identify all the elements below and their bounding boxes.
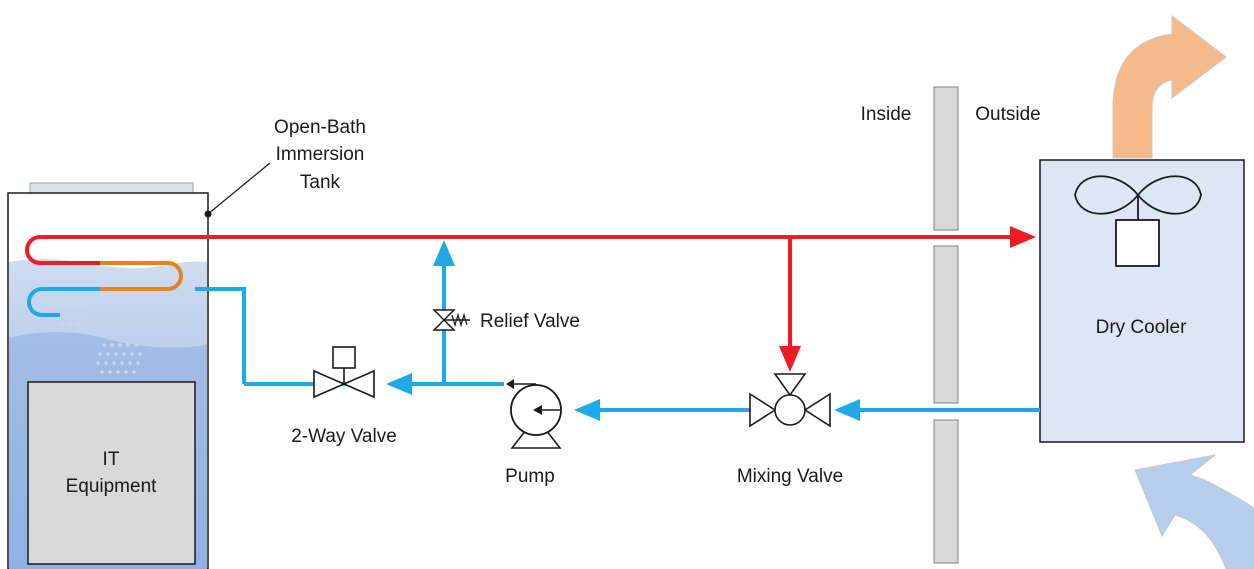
tank-label-leader (207, 162, 271, 215)
return-arrow-to-two-way-valve (386, 373, 412, 395)
return-arrow-to-mixing-valve (834, 399, 860, 421)
dry-cooler: Dry Cooler (1039, 14, 1254, 569)
mixing-valve-icon (749, 373, 831, 428)
two-way-valve-label: 2-Way Valve (291, 426, 397, 447)
exhaust-air-arrow (1112, 14, 1227, 159)
bypass-arrow-to-mixing-valve (779, 346, 801, 372)
immersion-tank: IT Equipment (7, 182, 209, 569)
tank-label-line3: Tank (300, 172, 341, 193)
relief-arrow-to-supply (433, 240, 455, 266)
two-way-valve-icon (313, 346, 375, 399)
dry-cooler-box (1039, 159, 1245, 443)
building-wall (933, 86, 959, 564)
wall-segment-top (933, 86, 959, 231)
tank-label-leader-dot (204, 210, 212, 218)
pump-icon (506, 379, 562, 449)
coil-cool-segment (27, 287, 100, 317)
relief-valve-label: Relief Valve (480, 311, 580, 332)
coil-warm-segment (100, 261, 183, 291)
outside-label: Outside (975, 104, 1040, 125)
coil-hot-segment (25, 235, 208, 265)
tank-label-line2: Immersion (276, 144, 365, 165)
tank-label-line1: Open-Bath (274, 117, 366, 138)
inside-label: Inside (861, 104, 912, 125)
mixing-valve-label: Mixing Valve (737, 466, 843, 487)
wall-segment-middle (933, 245, 959, 404)
it-equipment-box (27, 381, 196, 565)
supply-arrow-to-cooler (1010, 226, 1036, 248)
relief-valve-icon (432, 309, 470, 331)
fan-icon (1074, 175, 1202, 267)
intake-air-arrow (1134, 454, 1254, 569)
pump-label: Pump (505, 466, 555, 487)
it-equipment-label-line1: IT (103, 449, 120, 470)
return-arrow-to-pump (574, 399, 600, 421)
tank-lid (29, 182, 194, 194)
dry-cooler-label: Dry Cooler (1096, 317, 1187, 338)
wall-segment-bottom (933, 419, 959, 564)
supply-line-hot (208, 226, 1036, 372)
it-equipment-label-line2: Equipment (66, 476, 158, 497)
